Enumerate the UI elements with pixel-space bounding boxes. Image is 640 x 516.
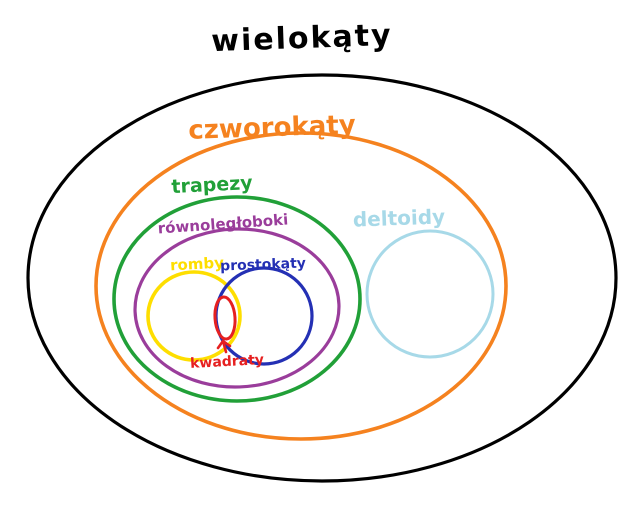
wielokaty-set-outline [26, 73, 618, 483]
prostokaty-set-outline [214, 266, 314, 366]
kwadraty-set-label: kwadraty [190, 352, 265, 372]
deltoidy-set-outline [365, 229, 495, 359]
czworokaty-set-outline [94, 131, 508, 441]
rownolegloboki-set-outline [133, 227, 341, 389]
romby-set-label: romby [170, 254, 225, 275]
deltoidy-set-label: deltoidy [352, 204, 445, 231]
trapezy-set-outline [112, 195, 362, 403]
kwadraty-set-outline [213, 295, 237, 341]
trapezy-set-label: trapezy [171, 172, 254, 198]
kwadraty-arrow-icon [216, 339, 232, 354]
prostokaty-set-label: prostokąty [220, 256, 306, 275]
romby-set-outline [146, 270, 242, 362]
wielokaty-set-label: wielokąty [211, 18, 393, 59]
czworokaty-set-label: czworokąty [188, 110, 356, 146]
